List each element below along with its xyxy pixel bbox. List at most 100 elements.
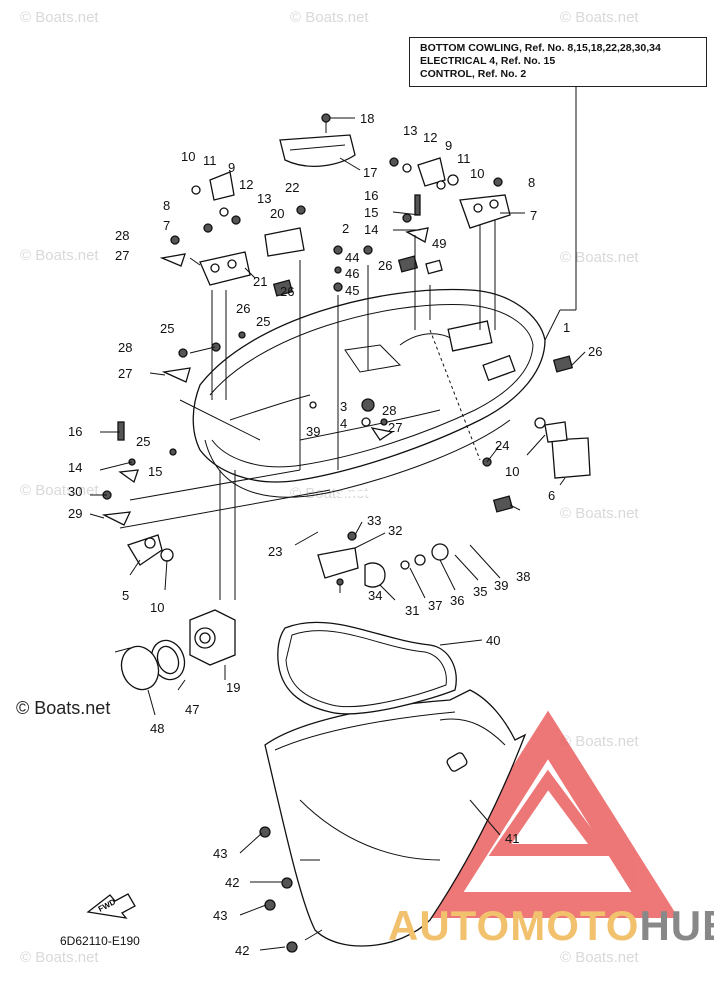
callout-label: 39 bbox=[494, 578, 508, 593]
callout-label: 11 bbox=[457, 151, 471, 166]
fwd-arrow-icon: FWD bbox=[86, 893, 136, 919]
watermark: © Boats.net bbox=[560, 505, 639, 522]
callout-label: 27 bbox=[115, 248, 129, 263]
callout-label: 26 bbox=[378, 258, 392, 273]
callout-label: 21 bbox=[253, 274, 267, 289]
callout-label: 13 bbox=[257, 191, 271, 206]
callout-label: 10 bbox=[181, 149, 195, 164]
callout-label: 38 bbox=[516, 569, 530, 584]
callout-label: 25 bbox=[160, 321, 174, 336]
callout-label: 35 bbox=[473, 584, 487, 599]
callout-label: 3 bbox=[340, 399, 347, 414]
callout-label: 24 bbox=[495, 438, 509, 453]
callout-label: 44 bbox=[345, 250, 359, 265]
callout-label: 28 bbox=[382, 403, 396, 418]
callout-label: 14 bbox=[364, 222, 378, 237]
callout-label: 29 bbox=[68, 506, 82, 521]
reference-box: BOTTOM COWLING, Ref. No. 8,15,18,22,28,3… bbox=[409, 37, 707, 87]
watermark: © Boats.net bbox=[290, 9, 369, 26]
logo-text-part-a: AUTOMOTO bbox=[388, 902, 640, 949]
callout-label: 11 bbox=[203, 153, 217, 168]
plug-31-part bbox=[364, 562, 386, 588]
bottom-cowling-part bbox=[192, 288, 546, 498]
watermark: © Boats.net bbox=[560, 949, 639, 966]
bracket-32-part bbox=[317, 547, 359, 579]
callout-label: 31 bbox=[405, 603, 419, 618]
callout-label: 36 bbox=[450, 593, 464, 608]
callout-label: 9 bbox=[445, 138, 452, 153]
callout-label: 7 bbox=[163, 218, 170, 233]
callout-label: 2 bbox=[342, 221, 349, 236]
watermark: © Boats.net bbox=[560, 733, 639, 750]
callout-label: 43 bbox=[213, 908, 227, 923]
grommet-47-part bbox=[150, 639, 186, 681]
callout-label: 25 bbox=[136, 434, 150, 449]
bracket-7-left-part bbox=[199, 251, 251, 286]
callout-label: 40 bbox=[486, 633, 500, 648]
callout-label: 33 bbox=[367, 513, 381, 528]
bracket-7-right-part bbox=[459, 194, 511, 229]
callout-label: 10 bbox=[505, 464, 519, 479]
callout-label: 41 bbox=[505, 831, 519, 846]
callout-label: 42 bbox=[235, 943, 249, 958]
callout-label: 16 bbox=[68, 424, 82, 439]
lever-6-part bbox=[544, 421, 591, 479]
callout-label: 19 bbox=[226, 680, 240, 695]
copyright-text: © Boats.net bbox=[16, 698, 111, 718]
logo-text-part-b: HUB bbox=[639, 902, 714, 949]
callout-label: 20 bbox=[270, 206, 284, 221]
bracket-17-part bbox=[279, 134, 356, 167]
callout-label: 47 bbox=[185, 702, 199, 717]
callout-label: 48 bbox=[150, 721, 164, 736]
fitting-36-part bbox=[400, 543, 449, 570]
callout-label: 6 bbox=[548, 488, 555, 503]
callout-label: 8 bbox=[528, 175, 535, 190]
lever-5-part bbox=[127, 534, 163, 566]
watermark: © Boats.net bbox=[560, 249, 639, 266]
leader-lines bbox=[89, 87, 586, 951]
callout-label: 26 bbox=[236, 301, 250, 316]
callout-label: 15 bbox=[364, 205, 378, 220]
callout-label: 7 bbox=[530, 208, 537, 223]
hardware-group bbox=[101, 113, 574, 953]
callout-label: 15 bbox=[148, 464, 162, 479]
watermark: © Boats.net bbox=[290, 485, 369, 502]
reference-line: ELECTRICAL 4, Ref. No. 15 bbox=[420, 55, 556, 67]
callout-label: 39 bbox=[306, 424, 320, 439]
callout-label: 23 bbox=[268, 544, 282, 559]
watermark-group: © Boats.net © Boats.net © Boats.net © Bo… bbox=[20, 9, 639, 966]
callout-label: 22 bbox=[285, 180, 299, 195]
callout-label: 28 bbox=[118, 340, 132, 355]
callout-label: 1 bbox=[563, 320, 570, 335]
reference-line: BOTTOM COWLING, Ref. No. 8,15,18,22,28,3… bbox=[420, 42, 661, 54]
callout-label: 12 bbox=[423, 130, 437, 145]
seal-part bbox=[277, 621, 457, 715]
callout-label: 37 bbox=[428, 598, 442, 613]
callout-label: 26 bbox=[280, 284, 294, 299]
callout-label: 4 bbox=[340, 416, 347, 431]
callout-label: 13 bbox=[403, 123, 417, 138]
callout-label: 28 bbox=[115, 228, 129, 243]
callout-label: 25 bbox=[256, 314, 270, 329]
callout-label: 30 bbox=[68, 484, 82, 499]
watermark: © Boats.net bbox=[20, 482, 99, 499]
callout-group: 18 17 13 12 9 11 10 8 7 16 15 14 49 26 1… bbox=[68, 111, 602, 958]
callout-label: 18 bbox=[360, 111, 374, 126]
watermark: © Boats.net bbox=[20, 949, 99, 966]
callout-label: 10 bbox=[470, 166, 484, 181]
callout-label: 27 bbox=[388, 420, 402, 435]
bracket-20-part bbox=[264, 227, 305, 257]
watermark: © Boats.net bbox=[560, 9, 639, 26]
watermark: © Boats.net bbox=[20, 247, 99, 264]
callout-label: 16 bbox=[364, 188, 378, 203]
callout-label: 34 bbox=[368, 588, 382, 603]
callout-label: 46 bbox=[345, 266, 359, 281]
watermark: © Boats.net bbox=[20, 9, 99, 26]
callout-label: 8 bbox=[163, 198, 170, 213]
callout-label: 14 bbox=[68, 460, 82, 475]
callout-label: 45 bbox=[345, 283, 359, 298]
callout-label: 12 bbox=[239, 177, 253, 192]
callout-label: 43 bbox=[213, 846, 227, 861]
clamp-48-part bbox=[114, 645, 160, 691]
